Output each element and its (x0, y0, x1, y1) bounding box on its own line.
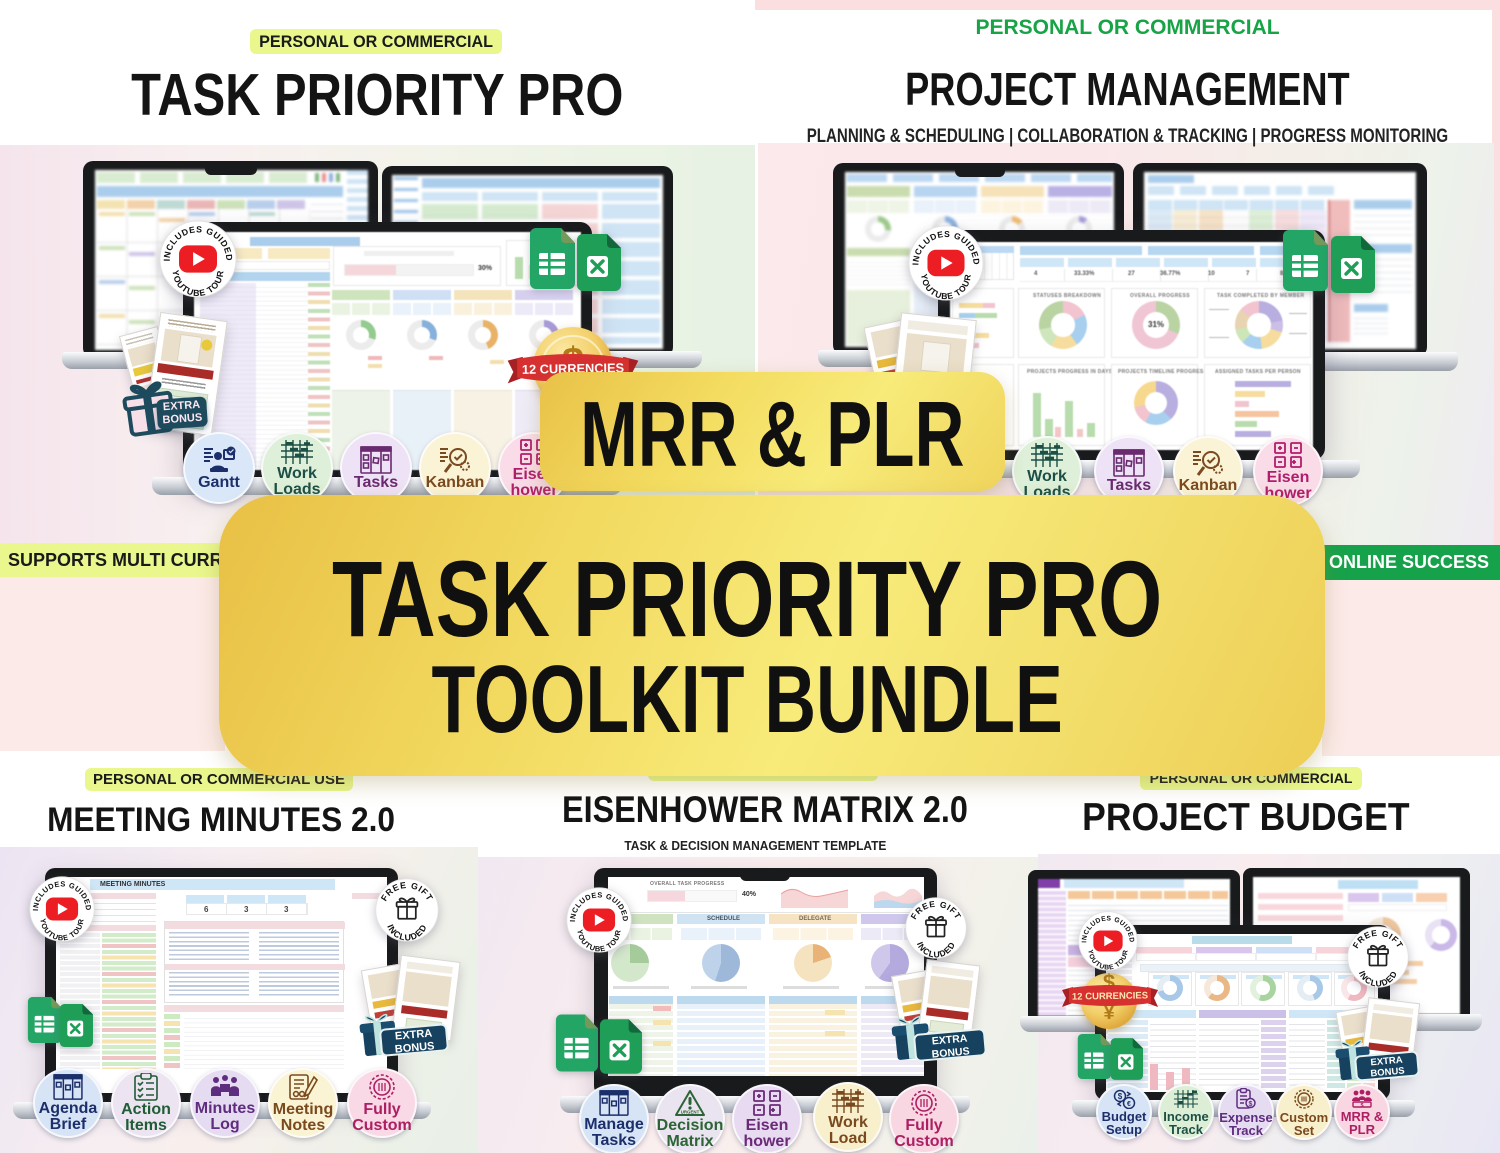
svg-text:$: $ (1249, 1101, 1253, 1108)
svg-text:€: € (1127, 1101, 1131, 1108)
svg-text:$: $ (1118, 1092, 1123, 1101)
svg-text:URGENT: URGENT (681, 1109, 700, 1114)
svg-text:$: $ (1360, 1103, 1363, 1109)
svg-text:12 CURRENCIES: 12 CURRENCIES (1072, 990, 1148, 1002)
